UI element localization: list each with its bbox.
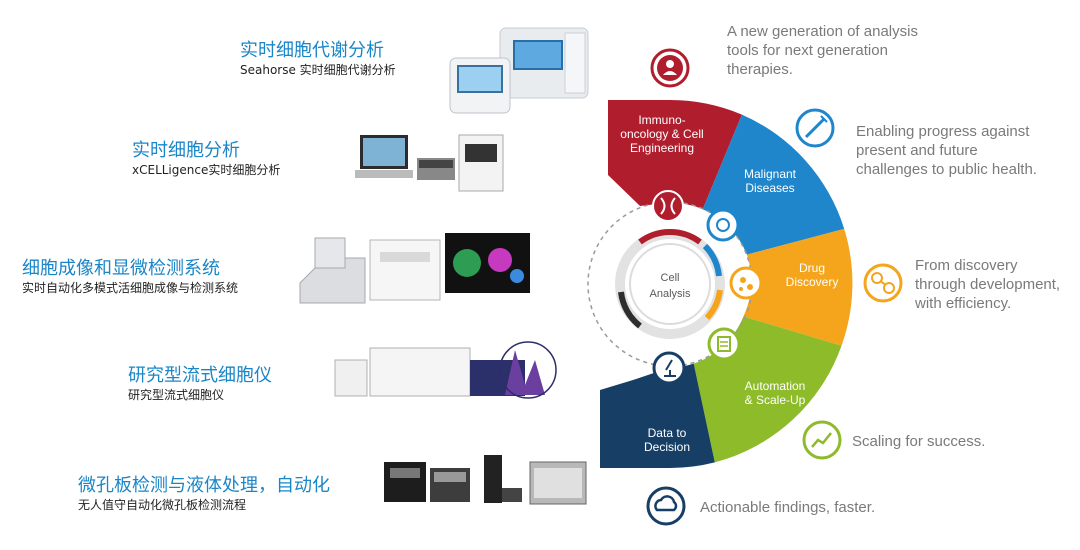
- product-subtitle: Seahorse 实时细胞代谢分析: [240, 63, 396, 77]
- segment-label-automation-line2: & Scale-Up: [745, 393, 806, 407]
- seahorse-instrument-image: [449, 27, 589, 114]
- tagline-drug-discovery: From discovery through development, with…: [915, 257, 1061, 312]
- center-label-line1: Cell: [661, 272, 680, 284]
- segment-label-malignant-line2: Diseases: [745, 181, 794, 195]
- product-imaging: 细胞成像和显微检测系统 实时自动化多模式活细胞成像与检测系统: [22, 258, 238, 296]
- person-icon: [650, 48, 690, 88]
- tagline-malignant-diseases: Enabling progress against present and fu…: [856, 123, 1037, 178]
- cloud-icon: [646, 486, 686, 526]
- tagline-automation: Scaling for success.: [852, 433, 986, 450]
- flow-cytometer-image: [334, 341, 557, 399]
- chart-icon: [802, 420, 842, 460]
- segment-label-automation-line1: Automation: [745, 379, 806, 393]
- product-seahorse: 实时细胞代谢分析 Seahorse 实时细胞代谢分析: [240, 40, 396, 78]
- product-title: 微孔板检测与液体处理，自动化: [78, 475, 330, 496]
- xcelligence-instrument-image: [355, 134, 504, 192]
- microplate-automation-image: [384, 455, 587, 505]
- product-subtitle: xCELLigence实时细胞分析: [132, 163, 281, 177]
- product-title: 研究型流式细胞仪: [128, 365, 272, 386]
- product-title: 细胞成像和显微检测系统: [22, 258, 220, 279]
- syringe-icon: [795, 108, 835, 148]
- segment-label-malignant-line1: Malignant: [744, 167, 797, 181]
- segment-drug-discovery: [743, 228, 853, 346]
- segment-label-drug-line2: Discovery: [786, 275, 839, 289]
- microscope-icon: [652, 351, 686, 385]
- product-subtitle: 实时自动化多模式活细胞成像与检测系统: [22, 281, 239, 295]
- tagline-immuno-oncology: A new generation of analysis tools for n…: [727, 23, 918, 78]
- product-title: 实时细胞分析: [132, 140, 240, 161]
- product-microplate: 微孔板检测与液体处理，自动化 无人值守自动化微孔板检测流程: [78, 475, 330, 513]
- center-ring-arc-red: [638, 229, 702, 245]
- product-subtitle: 研究型流式细胞仪: [128, 388, 225, 402]
- product-flow-cytometer: 研究型流式细胞仪 研究型流式细胞仪: [128, 365, 272, 403]
- segment-immuno-oncology: [670, 99, 742, 210]
- dna-icon: [652, 190, 684, 222]
- virus-icon: [706, 208, 740, 242]
- tagline-data-to-decision: Actionable findings, faster.: [700, 499, 876, 516]
- segment-data-to-decision: [600, 363, 715, 468]
- segment-immuno-oncology-ext: [608, 100, 670, 206]
- molecule-icon: [863, 263, 903, 303]
- clipboard-icon: [707, 327, 741, 361]
- center-ring-arc-yellow: [704, 289, 723, 321]
- product-xcelligence: 实时细胞分析 xCELLigence实时细胞分析: [132, 140, 280, 178]
- segment-label-drug-line1: Drug: [799, 261, 825, 275]
- segment-label-immuno-line1: Immuno-: [638, 113, 685, 127]
- product-title: 实时细胞代谢分析: [240, 40, 384, 61]
- segment-label-immuno-line3: Engineering: [630, 141, 694, 155]
- center-label-line2: Analysis: [650, 288, 691, 300]
- imaging-system-image: [299, 233, 530, 304]
- segment-label-data-line2: Decision: [644, 440, 690, 454]
- segment-label-immuno-line2: oncology & Cell: [620, 127, 703, 141]
- center-ring-arc-blue: [702, 243, 722, 277]
- product-subtitle: 无人值守自动化微孔板检测流程: [78, 498, 247, 512]
- cell-cluster-icon: [729, 266, 763, 300]
- segment-label-data-line1: Data to: [648, 426, 687, 440]
- center-ring-arc-dark: [618, 291, 642, 329]
